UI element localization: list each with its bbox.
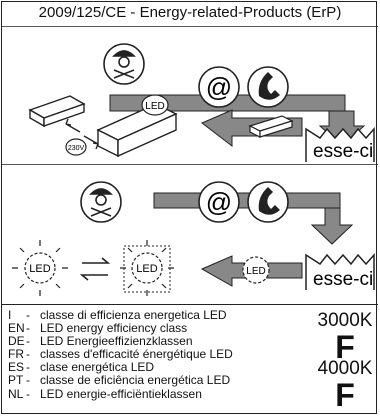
led-badge-text: LED <box>145 101 164 112</box>
brand-esse-ci-bottom: esse-ci <box>313 269 373 290</box>
legend-divider <box>2 304 378 305</box>
email-icon <box>198 66 240 108</box>
lang-code: ES <box>8 360 25 375</box>
directive-title: 2009/125/CE - Energy-related-Products (E… <box>38 4 342 21</box>
driver-on-arrow-icon <box>248 115 294 138</box>
lang-code: DE <box>8 334 25 349</box>
lang-dash: - <box>26 373 30 388</box>
lang-code: EN <box>8 321 25 336</box>
energy-class-legend: I - classe di efficienza energetica LED … <box>8 308 308 401</box>
swap-arrows-icon <box>79 257 111 281</box>
phone-handset-glyph <box>258 72 280 100</box>
class-3000k: 3000K F <box>312 310 378 365</box>
lang-text: classe de eficiência energética LED <box>40 373 231 388</box>
legend-row-es: ES - clase energética LED <box>8 361 308 374</box>
factory-icon <box>305 253 375 290</box>
phone-icon <box>247 181 289 223</box>
legend-row-pt: PT - classe de eficiência energética LED <box>8 374 308 387</box>
phone-handset-glyph <box>258 187 280 215</box>
legend-row-fr: FR - classes d'efficacité énergétique LE… <box>8 348 308 361</box>
lang-dash: - <box>26 386 30 401</box>
technician-icon <box>80 181 122 223</box>
lang-text: classe di efficienza energetica LED <box>40 308 227 322</box>
lang-dash: - <box>26 347 30 362</box>
lang-code: I <box>8 308 12 322</box>
lang-dash: - <box>26 360 30 375</box>
email-icon <box>198 181 240 223</box>
factory-icon <box>305 127 375 162</box>
energy-class-grade: F <box>335 329 355 365</box>
at-sign: @ <box>206 72 232 102</box>
lang-text: LED energy efficiency class <box>40 321 188 336</box>
energy-class-grade: F <box>335 377 355 413</box>
led-driver-small-icon <box>28 95 86 128</box>
replacement-frame <box>123 245 171 293</box>
collection-arrow-head <box>310 207 354 245</box>
led-lamp-left-text: LED <box>29 263 50 275</box>
legend-row-de: DE - LED Energieeffizienzklassen <box>8 335 308 348</box>
brand-esse-ci-top: esse-ci <box>313 141 373 162</box>
legend-row-nl: NL - LED energie-efficiëntieklassen <box>8 386 308 401</box>
at-sign: @ <box>206 187 232 217</box>
led-lamp-right-icon <box>120 240 174 296</box>
lang-dash: - <box>26 321 30 336</box>
led-lamp-on-arrow-text: LED <box>246 266 265 277</box>
legend-row-en: EN - LED energy efficiency class <box>8 321 308 336</box>
lang-code: PT <box>8 373 24 388</box>
lang-text: clase energética LED <box>40 360 155 375</box>
led-badge <box>141 94 169 116</box>
collection-arrow-shaft <box>153 192 341 209</box>
class-4000k: 4000K F <box>312 358 378 413</box>
lang-dash: - <box>26 334 30 349</box>
lang-text: classes d'efficacité énergétique LED <box>40 347 233 362</box>
disposal-panel-driver: @ esse-ci LED 230V <box>2 26 378 162</box>
lang-text: LED Energieeffizienzklassen <box>40 334 193 349</box>
legend-row-it: I - classe di efficienza energetica LED <box>8 308 308 322</box>
disposal-panel-lamp: @ esse-ci LED LED LED <box>2 164 378 296</box>
color-temperature-label: 3000K <box>317 310 373 331</box>
lang-code: FR <box>8 347 24 362</box>
lang-text: LED energie-efficiëntieklassen <box>40 386 202 401</box>
led-lamp-right-text: LED <box>136 263 157 275</box>
phone-icon <box>247 66 289 108</box>
led-lamp-on-arrow-icon <box>242 256 270 284</box>
voltage-badge <box>65 138 87 156</box>
lang-code: NL <box>8 386 24 401</box>
led-lamp-left-icon <box>12 240 68 296</box>
technician-icon <box>103 43 145 85</box>
lang-dash: - <box>26 308 30 322</box>
color-temperature-label: 4000K <box>317 358 373 379</box>
voltage-text: 230V <box>68 145 85 152</box>
